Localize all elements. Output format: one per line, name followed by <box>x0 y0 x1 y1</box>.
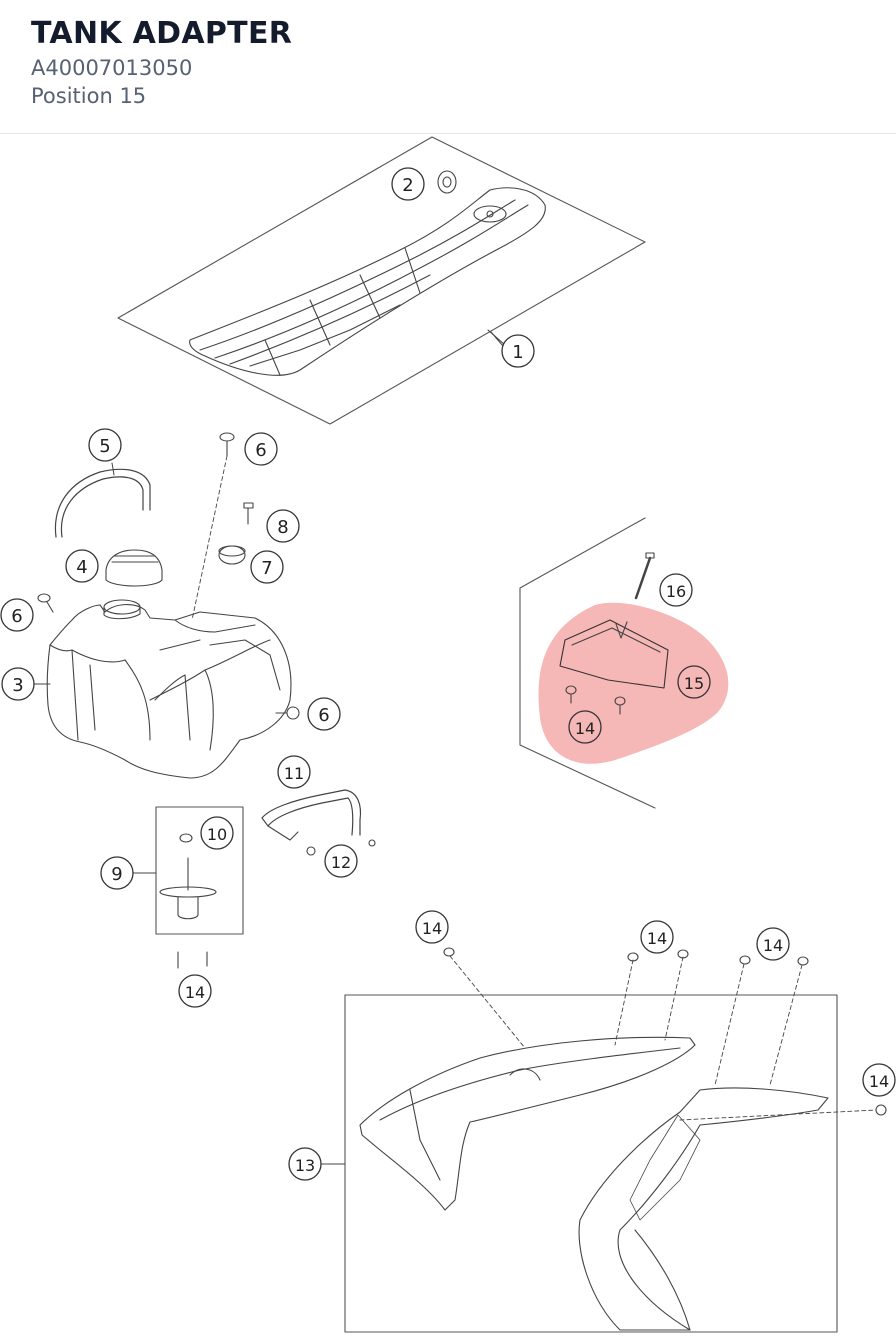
callout-8[interactable]: 8 <box>266 509 300 543</box>
svg-text:8: 8 <box>277 517 288 538</box>
callout-6-top[interactable]: 6 <box>244 432 278 466</box>
svg-text:9: 9 <box>111 864 122 885</box>
callout-14-tank[interactable]: 14 <box>178 974 212 1008</box>
svg-text:7: 7 <box>261 558 272 579</box>
callout-3[interactable]: 3 <box>1 667 35 701</box>
svg-text:13: 13 <box>295 1156 315 1175</box>
svg-text:11: 11 <box>284 764 304 783</box>
svg-text:14: 14 <box>647 929 667 948</box>
fuel-hose-part[interactable] <box>261 789 376 856</box>
fuel-tank-part[interactable] <box>46 599 292 779</box>
svg-text:14: 14 <box>763 936 783 955</box>
svg-text:12: 12 <box>331 853 351 872</box>
part-number: A40007013050 <box>31 56 193 80</box>
callout-leaders <box>29 331 504 685</box>
seat-nut-part[interactable] <box>437 170 457 194</box>
callout-15[interactable]: 15 <box>677 665 711 699</box>
svg-text:14: 14 <box>185 983 205 1002</box>
tank-cap-part[interactable] <box>105 549 163 587</box>
callout-6-left[interactable]: 6 <box>0 598 34 632</box>
exploded-parts-diagram: 1 2 3 4 5 6 6 6 7 8 9 10 11 12 13 14 14 … <box>0 135 896 1339</box>
callout-14-panel-d[interactable]: 14 <box>862 1063 896 1097</box>
svg-text:6: 6 <box>255 440 266 461</box>
part-title: TANK ADAPTER <box>31 16 293 51</box>
callout-10[interactable]: 10 <box>200 816 234 850</box>
vent-hose-part[interactable] <box>54 468 151 538</box>
callout-labels: 1 2 3 4 5 6 6 6 7 8 9 10 11 12 13 14 14 … <box>0 167 896 1181</box>
svg-text:1: 1 <box>512 342 523 363</box>
svg-text:14: 14 <box>869 1072 889 1091</box>
svg-text:14: 14 <box>575 719 595 738</box>
tank-bolt-parts[interactable] <box>37 432 300 720</box>
bolt-and-bush-parts[interactable] <box>218 502 254 565</box>
part-header: TANK ADAPTER A40007013050 Position 15 <box>0 0 896 134</box>
callout-14-panel-b[interactable]: 14 <box>640 920 674 954</box>
callout-14-panel-c[interactable]: 14 <box>756 927 790 961</box>
callout-9[interactable]: 9 <box>100 856 134 890</box>
callout-5[interactable]: 5 <box>88 428 122 462</box>
svg-text:10: 10 <box>207 825 227 844</box>
svg-text:16: 16 <box>666 582 686 601</box>
callout-12[interactable]: 12 <box>324 844 358 878</box>
svg-text:4: 4 <box>76 557 87 578</box>
callout-4[interactable]: 4 <box>65 549 99 583</box>
fuel-tap-part[interactable] <box>129 806 244 969</box>
callout-13[interactable]: 13 <box>288 1147 322 1181</box>
svg-text:6: 6 <box>318 705 329 726</box>
callout-16[interactable]: 16 <box>659 573 693 607</box>
svg-text:5: 5 <box>99 436 110 457</box>
side-panels-part[interactable] <box>317 947 887 1333</box>
tank-adapter-inset[interactable] <box>519 517 729 809</box>
callout-2[interactable]: 2 <box>391 167 425 201</box>
svg-text:3: 3 <box>12 675 23 696</box>
svg-text:15: 15 <box>684 674 704 693</box>
callout-6-right[interactable]: 6 <box>307 697 341 731</box>
callout-14-panel-a[interactable]: 14 <box>415 910 449 944</box>
svg-text:14: 14 <box>422 919 442 938</box>
seat-part[interactable] <box>117 136 646 425</box>
svg-text:2: 2 <box>402 175 413 196</box>
callout-11[interactable]: 11 <box>277 755 311 789</box>
callout-7[interactable]: 7 <box>250 550 284 584</box>
part-position: Position 15 <box>31 84 147 108</box>
callout-14-inset[interactable]: 14 <box>568 710 602 744</box>
svg-text:6: 6 <box>11 606 22 627</box>
callout-1[interactable]: 1 <box>501 334 535 368</box>
